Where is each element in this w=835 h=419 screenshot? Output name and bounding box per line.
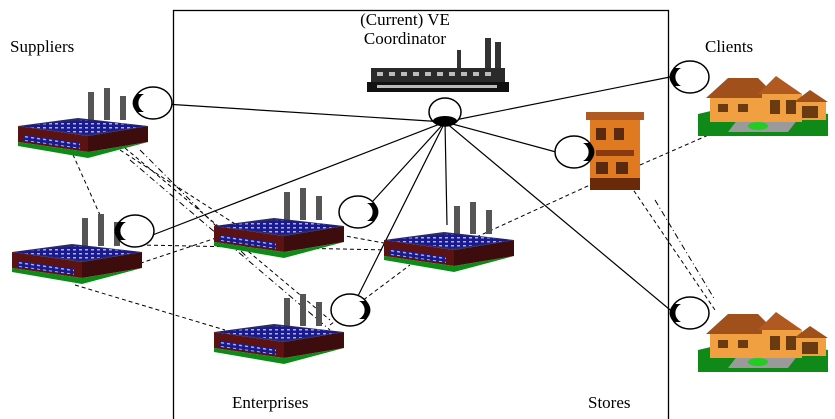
stores-label: Stores [588,393,631,412]
coordinator-label: (Current) VE Coordinator [340,10,470,48]
enterprise-factory-icon [214,294,344,364]
supplier-factory-icon [18,88,148,158]
coordinator-factory-icon [367,38,509,92]
supplier-eye-icon [131,86,173,120]
enterprise-eye-icon [338,195,380,229]
coordinator-links [149,75,676,315]
supplier-eye-icon [113,214,155,248]
coordinator-label-line2: Coordinator [363,29,447,48]
store-eye-icon [554,135,596,169]
enterprise-boundary-box [172,9,670,419]
client-house-icon [698,312,828,372]
enterprise-factory-icon [384,202,514,272]
enterprise-eye-icon [330,293,372,327]
client-eye-icon [668,296,710,330]
client-eye-icon [668,60,710,94]
store-building-icon [586,112,644,190]
coordinator-label-line1: (Current) VE [360,10,450,29]
suppliers-label: Suppliers [10,37,75,56]
coordinator-hub-eye-icon [428,97,462,127]
client-house-icon [698,76,828,136]
enterprises-label: Enterprises [232,393,309,412]
clients-label: Clients [705,37,754,56]
